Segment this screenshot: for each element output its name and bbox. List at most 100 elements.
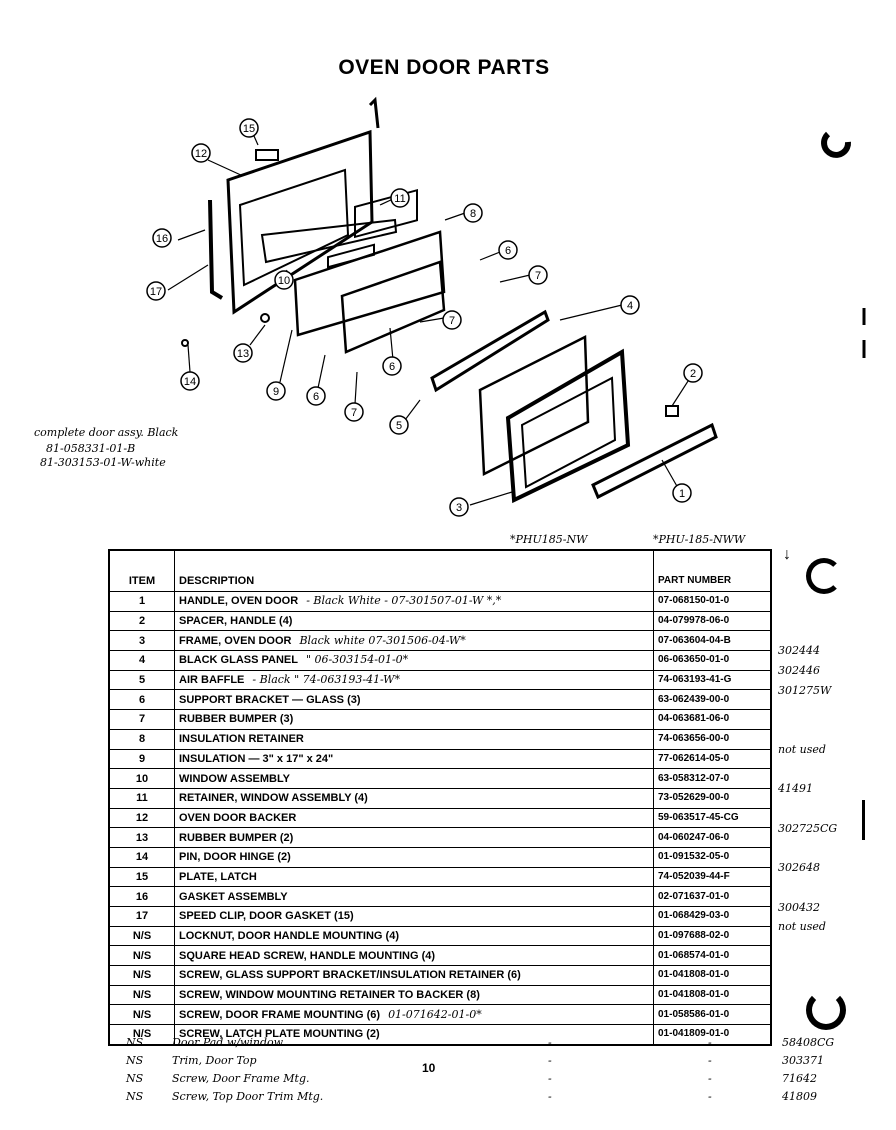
- item-cell: 7: [108, 709, 175, 730]
- item-cell: 2: [108, 610, 175, 632]
- description-text: SCREW, LATCH PLATE MOUNTING (2): [179, 1028, 380, 1041]
- hinge-pin: [181, 339, 189, 347]
- callout-4: 4: [627, 300, 633, 312]
- item-cell: 13: [108, 827, 175, 848]
- description-cell: OVEN DOOR BACKER: [174, 807, 654, 829]
- callout-10: 10: [278, 275, 290, 287]
- exploded-diagram: 15 12 16 17 11 10 8 13 14 9 6 7 6 6 7 7 …: [146, 96, 866, 517]
- callout-17: 17: [150, 286, 162, 298]
- hand-description: Trim, Door Top: [172, 1054, 257, 1067]
- description-text: FRAME, OVEN DOOR: [179, 634, 292, 647]
- table-row: 2 SPACER, HANDLE (4) 04-079978-06-0: [108, 610, 772, 632]
- callout-8: 8: [470, 208, 476, 220]
- margin-note: 302446: [778, 664, 820, 678]
- description-cell: RUBBER BUMPER (3): [174, 709, 654, 730]
- hand-part-number: 41809: [782, 1090, 817, 1103]
- margin-note: 41491: [778, 782, 813, 796]
- door-frame: [505, 348, 631, 504]
- punch-mark: [821, 131, 852, 158]
- description-text: RUBBER BUMPER (2): [179, 831, 294, 844]
- callout-9: 9: [273, 386, 279, 398]
- description-cell: SCREW, LATCH PLATE MOUNTING (2): [174, 1024, 654, 1046]
- description-cell: SCREW, DOOR FRAME MOUNTING (6)01-071642-…: [174, 1004, 654, 1026]
- description-text: AIR BAFFLE: [179, 674, 245, 687]
- hand-description: Door Pad w/window: [172, 1036, 284, 1049]
- handwritten-annotation: " 06-303154-01-0*: [305, 653, 409, 667]
- hand-dash: -: [708, 1090, 712, 1103]
- item-cell: 6: [108, 689, 175, 711]
- hand-dash: -: [708, 1072, 712, 1085]
- part-number-cell: 04-079978-06-0: [653, 610, 772, 632]
- description-cell: SCREW, WINDOW MOUNTING RETAINER TO BACKE…: [174, 984, 654, 1006]
- door-handle: [591, 422, 718, 500]
- handwritten-annotation: 01-071642-01-0*: [388, 1007, 482, 1021]
- description-text: SQUARE HEAD SCREW, HANDLE MOUNTING (4): [179, 949, 436, 962]
- header-description: DESCRIPTION: [174, 549, 654, 592]
- description-cell: WINDOW ASSEMBLY: [174, 768, 654, 789]
- description-text: LOCKNUT, DOOR HANDLE MOUNTING (4): [179, 930, 399, 943]
- handwritten-annotation: - Black " 74-063193-41-W*: [252, 673, 400, 687]
- item-cell: 4: [108, 650, 175, 671]
- item-cell: 17: [108, 906, 175, 927]
- insulation: [293, 230, 446, 337]
- down-arrow-icon: ↓: [783, 546, 791, 563]
- description-text: RUBBER BUMPER (3): [179, 713, 294, 726]
- description-text: SPEED CLIP, DOOR GASKET (15): [179, 910, 354, 923]
- callout-12: 12: [195, 148, 207, 160]
- item-cell: N/S: [108, 984, 175, 1006]
- item-cell: 8: [108, 728, 175, 750]
- punch-mark: [806, 558, 842, 594]
- description-cell: INSULATION RETAINER: [174, 728, 654, 750]
- hand-description: Screw, Door Frame Mtg.: [172, 1072, 310, 1085]
- description-text: WINDOW ASSEMBLY: [179, 772, 291, 785]
- description-cell: SUPPORT BRACKET — GLASS (3): [174, 689, 654, 711]
- item-cell: 5: [108, 669, 175, 691]
- hand-description: Screw, Top Door Trim Mtg.: [172, 1090, 324, 1103]
- callout-2: 2: [690, 368, 696, 380]
- item-cell: N/S: [108, 945, 175, 967]
- description-cell: GASKET ASSEMBLY: [174, 886, 654, 907]
- part-number-cell: 73-052629-00-0: [653, 787, 772, 809]
- hand-part-number: 303371: [782, 1054, 824, 1067]
- glass-panel: [478, 335, 590, 476]
- margin-note: not used: [778, 742, 826, 756]
- part-number-cell: 74-063193-41-G: [653, 669, 772, 691]
- description-cell: INSULATION — 3" x 17" x 24": [174, 748, 654, 770]
- callout-7b: 7: [535, 270, 541, 282]
- description-text: INSULATION — 3" x 17" x 24": [179, 752, 334, 765]
- item-cell: N/S: [108, 1004, 175, 1026]
- callout-5: 5: [396, 420, 402, 432]
- part-number-cell: 01-091532-05-0: [653, 846, 772, 868]
- description-cell: PIN, DOOR HINGE (2): [174, 846, 654, 868]
- margin-note: 301275W: [778, 683, 832, 697]
- hand-item: NS: [126, 1036, 144, 1049]
- description-text: BLACK GLASS PANEL: [179, 654, 298, 667]
- item-cell: N/S: [108, 1024, 175, 1046]
- hand-dash: -: [708, 1036, 712, 1049]
- part-number-cell: 01-041808-01-0: [653, 965, 772, 986]
- item-cell: 1: [108, 591, 175, 612]
- margin-note: 300432: [778, 900, 820, 914]
- description-text: SPACER, HANDLE (4): [179, 615, 293, 628]
- latch-plate: [255, 149, 279, 161]
- handle-spacer: [665, 405, 679, 417]
- hand-dash: -: [548, 1072, 552, 1085]
- window-assembly: [260, 218, 398, 264]
- insulation-retainer: [340, 260, 446, 354]
- callout-16: 16: [156, 233, 168, 245]
- margin-mark: [862, 800, 865, 840]
- item-cell: 10: [108, 768, 175, 789]
- callout-6a: 6: [313, 391, 319, 403]
